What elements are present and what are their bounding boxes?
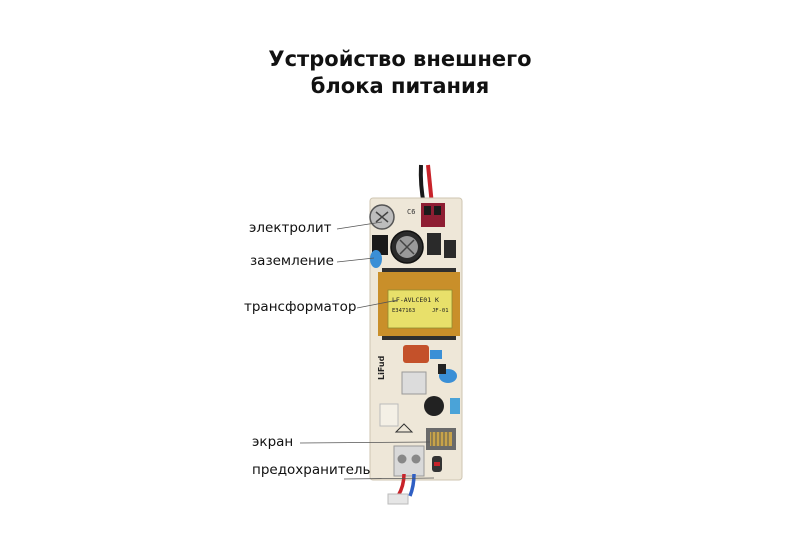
transformer-marking-1: LF-AVLCE01 K	[392, 296, 439, 304]
title-line-1: Устройство внешнего	[268, 47, 532, 71]
label-screen: экран	[252, 434, 294, 450]
transformer-label	[387, 289, 453, 329]
label-electrolyte: электролит	[249, 220, 332, 236]
leader-transformer	[356, 299, 399, 309]
label-transformer: трансформатор	[244, 299, 357, 315]
film-capacitor	[403, 345, 429, 363]
common-mode-choke	[424, 396, 444, 416]
leader-screen	[299, 441, 431, 444]
svg-text:C6: C6	[407, 208, 415, 216]
page-title: Устройство внешнего блока питания	[0, 46, 800, 100]
brand-marking: LiFud	[377, 355, 386, 380]
title-line-2: блока питания	[310, 74, 490, 98]
label-ground: заземление	[250, 253, 334, 269]
leader-electrolyte	[336, 221, 383, 230]
transformer-marking-3: JF-01	[432, 308, 449, 314]
leader-ground	[336, 257, 375, 263]
ground-capacitor	[370, 250, 382, 268]
label-fuse: предохранитель	[252, 462, 371, 478]
transformer-marking-2: E347163	[392, 308, 415, 314]
leader-fuse	[343, 477, 435, 480]
wire-blue-bottom	[408, 473, 416, 497]
